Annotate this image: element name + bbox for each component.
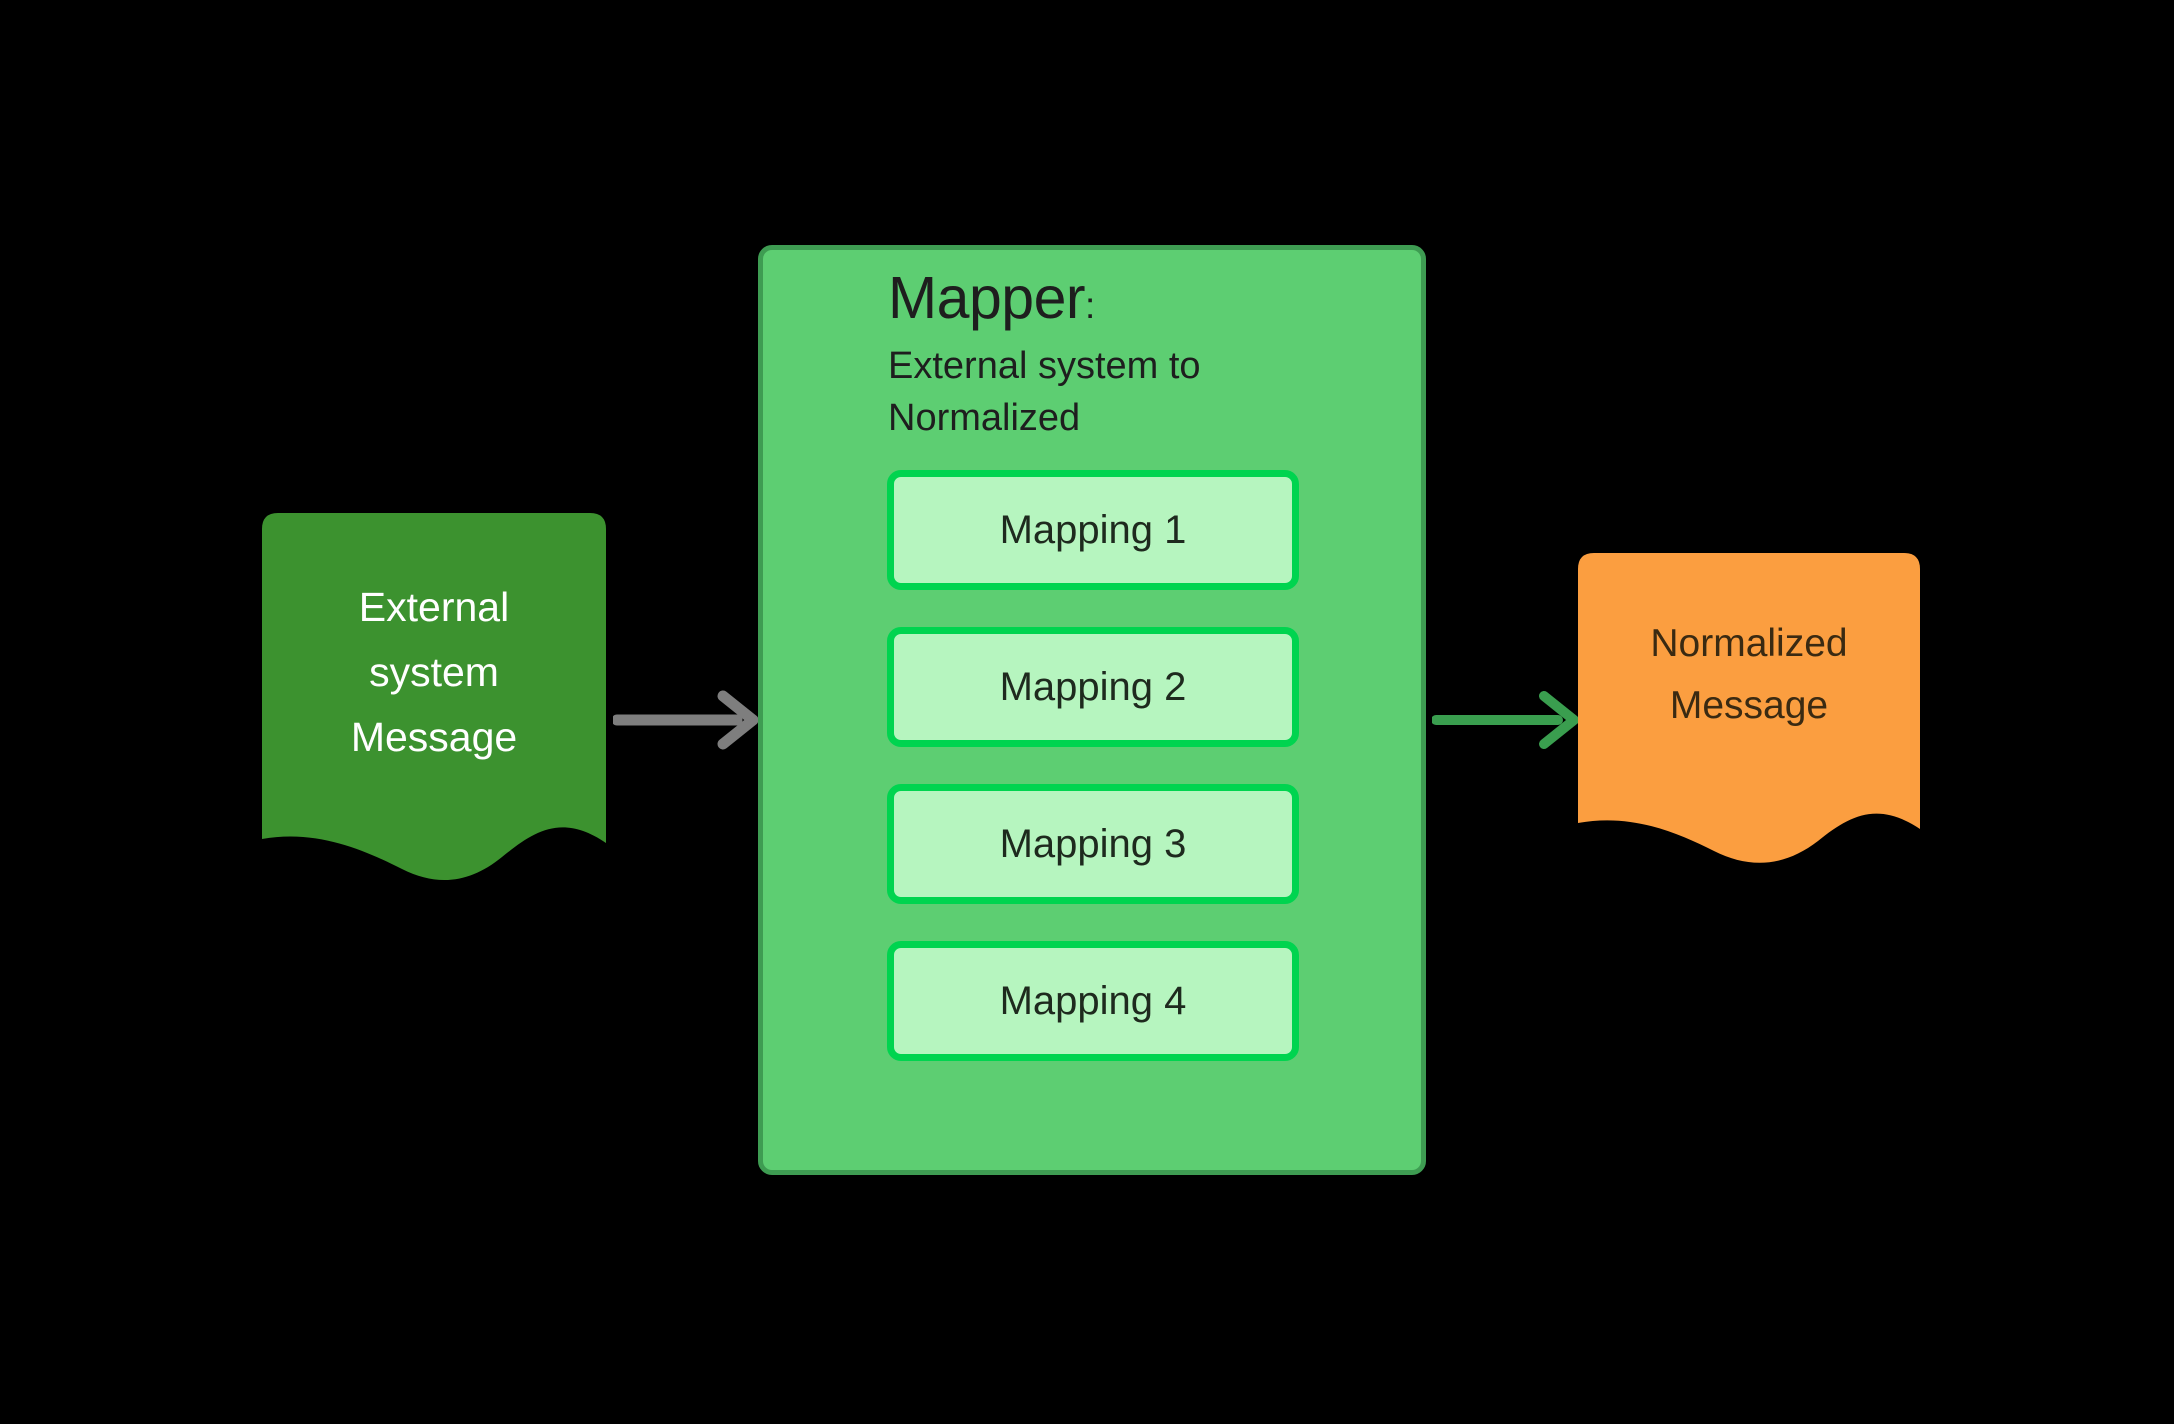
arrow-head-chevron-icon: [717, 690, 759, 750]
mapping-item-2[interactable]: Mapping 2: [887, 627, 1299, 747]
mapping-item-3[interactable]: Mapping 3: [887, 784, 1299, 904]
mapper-heading: Mapper: External system to Normalized: [888, 265, 1398, 445]
arrow-source-to-mapper: [613, 690, 761, 750]
source-document-body: [262, 513, 606, 881]
mapping-item-1[interactable]: Mapping 1: [887, 470, 1299, 590]
mapping-list: Mapping 1 Mapping 2 Mapping 3 Mapping 4: [887, 470, 1299, 1061]
mapper-title-text: Mapper: [888, 265, 1086, 331]
mapper-panel[interactable]: Mapper: External system to Normalized Ma…: [758, 245, 1426, 1175]
arrow-mapper-to-target: [1432, 690, 1582, 750]
mapping-item-label: Mapping 2: [999, 664, 1187, 709]
target-document-shape[interactable]: Normalized Message: [1578, 553, 1920, 866]
mapping-item-label: Mapping 1: [999, 507, 1187, 552]
mapper-subtitle: External system to Normalized: [888, 344, 1201, 440]
source-document-shape[interactable]: External system Message: [262, 513, 606, 883]
mapping-item-label: Mapping 3: [999, 821, 1187, 866]
mapping-item-4[interactable]: Mapping 4: [887, 941, 1299, 1061]
mapper-title-colon: :: [1085, 285, 1095, 326]
mapping-item-label: Mapping 4: [999, 978, 1187, 1023]
target-document-body: [1578, 553, 1920, 863]
arrow-head-chevron-icon: [1539, 691, 1579, 749]
mapper-title: Mapper:: [888, 265, 1398, 331]
